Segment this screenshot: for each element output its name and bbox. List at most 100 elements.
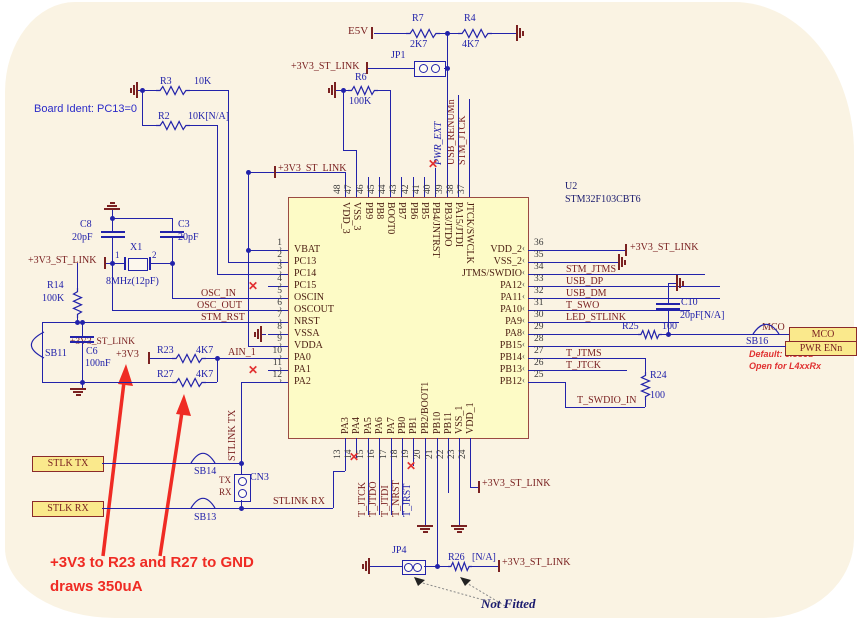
pin-label: PA10 — [500, 304, 522, 315]
junction-dot — [170, 261, 175, 266]
r24-ref: R24 — [650, 370, 667, 381]
pin-number: 27 — [534, 346, 544, 356]
wire — [402, 448, 403, 515]
pin-stub — [268, 322, 288, 323]
ground-symbol — [682, 281, 684, 286]
net-osc-out: OSC_OUT — [197, 300, 243, 311]
junction-dot — [80, 380, 85, 385]
pin-stub — [402, 438, 403, 448]
ground-symbol — [457, 531, 462, 533]
pin-stub — [413, 177, 414, 197]
pin-stub — [528, 286, 548, 287]
wire — [151, 263, 172, 264]
wire — [645, 400, 646, 407]
pin-number: 3 — [277, 262, 282, 272]
wire — [241, 500, 242, 508]
c8-ref: C8 — [80, 219, 92, 230]
r2-value: 10K[N/A] — [188, 111, 230, 122]
net-stm-rst: STM_RST — [201, 312, 245, 323]
r25-ref: R25 — [622, 321, 639, 332]
r27-value: 4K7 — [196, 369, 214, 380]
jp4-pad1 — [404, 563, 413, 572]
wire — [548, 274, 705, 275]
wire — [206, 358, 217, 359]
resistor-symbol — [638, 328, 662, 341]
pin-number: 5 — [277, 286, 282, 296]
wire — [459, 448, 460, 525]
x1-plate-right — [149, 257, 151, 270]
pin-clip-icon: › — [279, 291, 282, 301]
pin-number: 9 — [277, 334, 282, 344]
sb16-note-1: Default: closed — [749, 349, 814, 359]
pin-stub — [528, 262, 548, 263]
no-connect-cross: ✕ — [428, 157, 439, 171]
wire — [662, 334, 789, 335]
pin-number: 29 — [534, 322, 544, 332]
pin-clip-icon: › — [279, 279, 282, 289]
x1-pin2: 2 — [152, 250, 157, 260]
pin-label: PC15 — [294, 280, 317, 291]
sb13-ref: SB13 — [194, 512, 217, 523]
capacitor-plate — [160, 236, 184, 238]
resistor-symbol — [639, 372, 652, 400]
wire — [458, 95, 459, 197]
wire — [333, 471, 334, 508]
junction-dot — [80, 320, 85, 325]
pin-number: 23 — [447, 449, 457, 460]
ground-symbol — [76, 394, 81, 396]
pin-stub — [413, 438, 414, 448]
resistor-symbol — [72, 288, 83, 318]
r14-value: 100K — [42, 293, 65, 304]
r25-value: 100 — [662, 321, 677, 332]
pin-number: 12 — [272, 370, 283, 380]
junction-dot — [140, 88, 145, 93]
pin-label: PB14 — [499, 352, 522, 363]
ground-symbol — [257, 329, 259, 339]
pin-stub — [528, 358, 548, 359]
wire — [112, 263, 124, 264]
pin-label: PA15/JTDI — [453, 202, 464, 248]
cn3-tx-label: TX — [219, 475, 231, 485]
pin-stub — [528, 310, 548, 311]
jp4-pad2 — [413, 563, 422, 572]
net-t-jtdi: T_JTDI — [380, 485, 391, 517]
ground-symbol — [133, 85, 135, 95]
port-3v3: +3V3 — [116, 349, 139, 360]
ground-symbol — [130, 88, 132, 93]
wire — [425, 448, 426, 525]
pin-stub — [268, 346, 288, 347]
ground-symbol — [73, 391, 83, 393]
pin-number: 33 — [534, 274, 544, 284]
ground-symbol — [70, 388, 86, 390]
junction-dot — [110, 216, 115, 221]
wire — [548, 382, 565, 383]
pin-label: PB4/JNTRST — [430, 202, 441, 258]
stlk-tx-box: STLK TX — [32, 456, 104, 472]
pin-clip-icon: ‹ — [522, 315, 525, 325]
ground-symbol — [522, 31, 524, 36]
wire — [437, 448, 438, 566]
x1-pin1: 1 — [115, 250, 120, 260]
ground-symbol — [516, 25, 518, 41]
pwr-enn-box: PWR ENn — [785, 341, 857, 356]
junction-dot — [435, 564, 440, 569]
r3-ref: R3 — [160, 76, 172, 87]
no-connect-cross: ✕ — [406, 459, 417, 473]
wire — [447, 33, 448, 197]
wire — [77, 263, 78, 288]
pin-stub — [391, 438, 392, 448]
wire — [548, 262, 618, 263]
ground-symbol — [136, 82, 138, 98]
r24-value: 100 — [650, 390, 665, 401]
pin-stub — [368, 438, 369, 448]
wire — [645, 358, 646, 372]
pin-number: 44 — [378, 184, 388, 195]
ground-symbol — [331, 85, 333, 95]
capacitor-plate — [160, 231, 184, 233]
sb16-note-2: Open for L4xxRx — [749, 361, 822, 371]
c6-ref: C6 — [86, 346, 98, 357]
pin-clip-icon: ‹ — [522, 279, 525, 289]
pin-number: 8 — [277, 322, 282, 332]
pin-label: PA3 — [340, 417, 351, 434]
wire — [470, 487, 478, 488]
